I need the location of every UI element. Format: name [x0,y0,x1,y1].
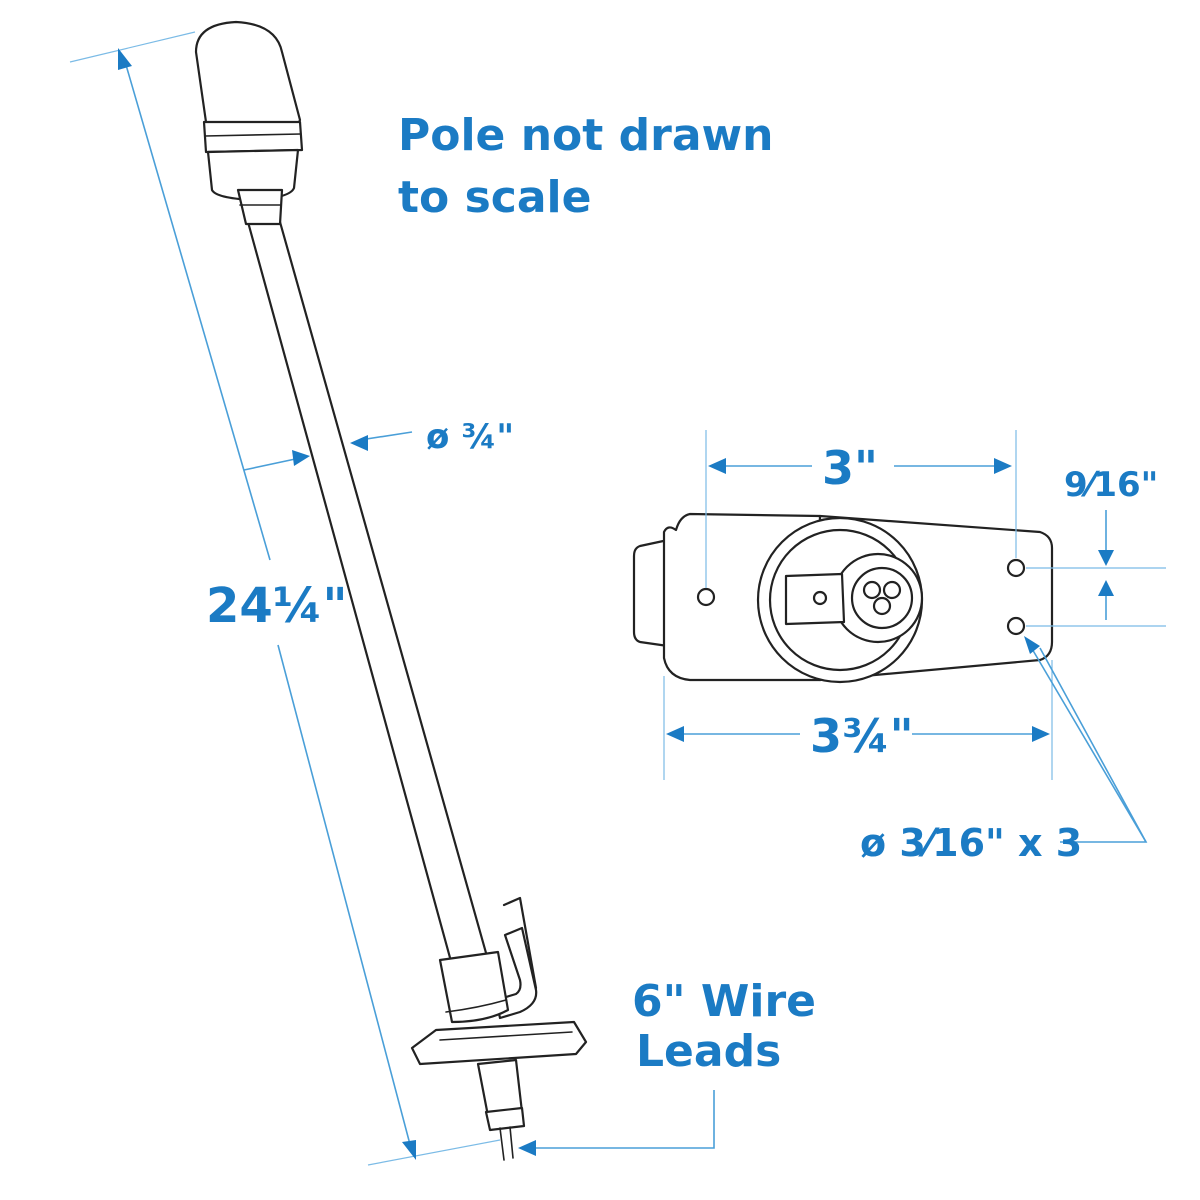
base-flange [410,1020,588,1066]
arrow-3-left [708,458,726,474]
arrow-up [118,48,132,70]
stem-plug [484,1106,526,1132]
mount-holes-label: ø 3⁄16" x 3 [860,821,1082,865]
arrow-916-top [1098,550,1114,566]
base-collar-line [445,999,507,1013]
arrow-334-right [1032,726,1050,742]
wire-leads-line1: 6" Wire [632,976,816,1027]
mount-hole-leader [1024,636,1148,843]
mount-hole-right-top [1006,558,1026,578]
latch-hole [812,590,828,606]
wire-leads-leader [518,1090,715,1156]
base-stem [476,1058,524,1118]
arrow-3-right [994,458,1012,474]
connector-pin-1 [862,580,882,600]
arrow-916-bottom [1098,580,1114,596]
wire-leads-line2: Leads [636,1026,781,1077]
pole-light-drawing [194,20,588,1161]
hole-spacing-long-label: 3" [822,441,878,495]
arrow-334-left [666,726,684,742]
hole-spacing-short-dimension [1026,510,1166,627]
base-plate-top-view [632,512,1054,684]
hole-leader-line-1 [1039,647,1148,843]
pole-length-line-upper [123,57,271,561]
pole-diameter-label: ø ¾" [426,417,514,457]
base-length-dimension [663,660,1053,780]
pole-diameter-dimension [243,431,413,471]
side-tab [632,538,670,648]
arrow-down [402,1140,416,1160]
extension-line-bottom [367,1139,501,1166]
connector-pin-3 [872,596,892,616]
mount-clip [494,926,538,1020]
base-flange-line [439,1031,573,1041]
connector-pin-2 [882,580,902,600]
lamp-band [202,120,304,154]
arrow-diameter-right [350,435,368,451]
extension-line-top [69,31,196,63]
hole-spacing-short-label: 9⁄16" [1064,465,1158,505]
wire-lead-1 [499,1127,505,1161]
mount-hole-right-bottom [1006,616,1026,636]
mount-hole-left [696,587,716,607]
pole-note-line1: Pole not drawn [398,110,773,161]
pole-length-line-lower [277,644,413,1153]
base-length-label: 3¾" [810,709,914,763]
diameter-leader-right [359,431,413,441]
pole-length-dimension [69,31,501,1166]
wire-leader-line [528,1090,715,1149]
arrow-hole-leader [1024,636,1040,654]
hole-leader-line-2 [1027,641,1147,843]
lamp-neck [236,188,284,226]
mount-clip-edge [502,896,538,990]
wire-lead-2 [509,1126,514,1159]
diameter-leader-left [243,457,301,471]
arrow-diameter-left [292,450,310,466]
pole-note-line2: to scale [398,172,591,223]
arrow-wire [518,1140,536,1156]
lamp-dome [194,20,302,138]
hole-spacing-long-dimension [705,430,1017,588]
lamp-band-line [204,133,302,137]
pole-length-label: 24¼" [206,578,348,634]
